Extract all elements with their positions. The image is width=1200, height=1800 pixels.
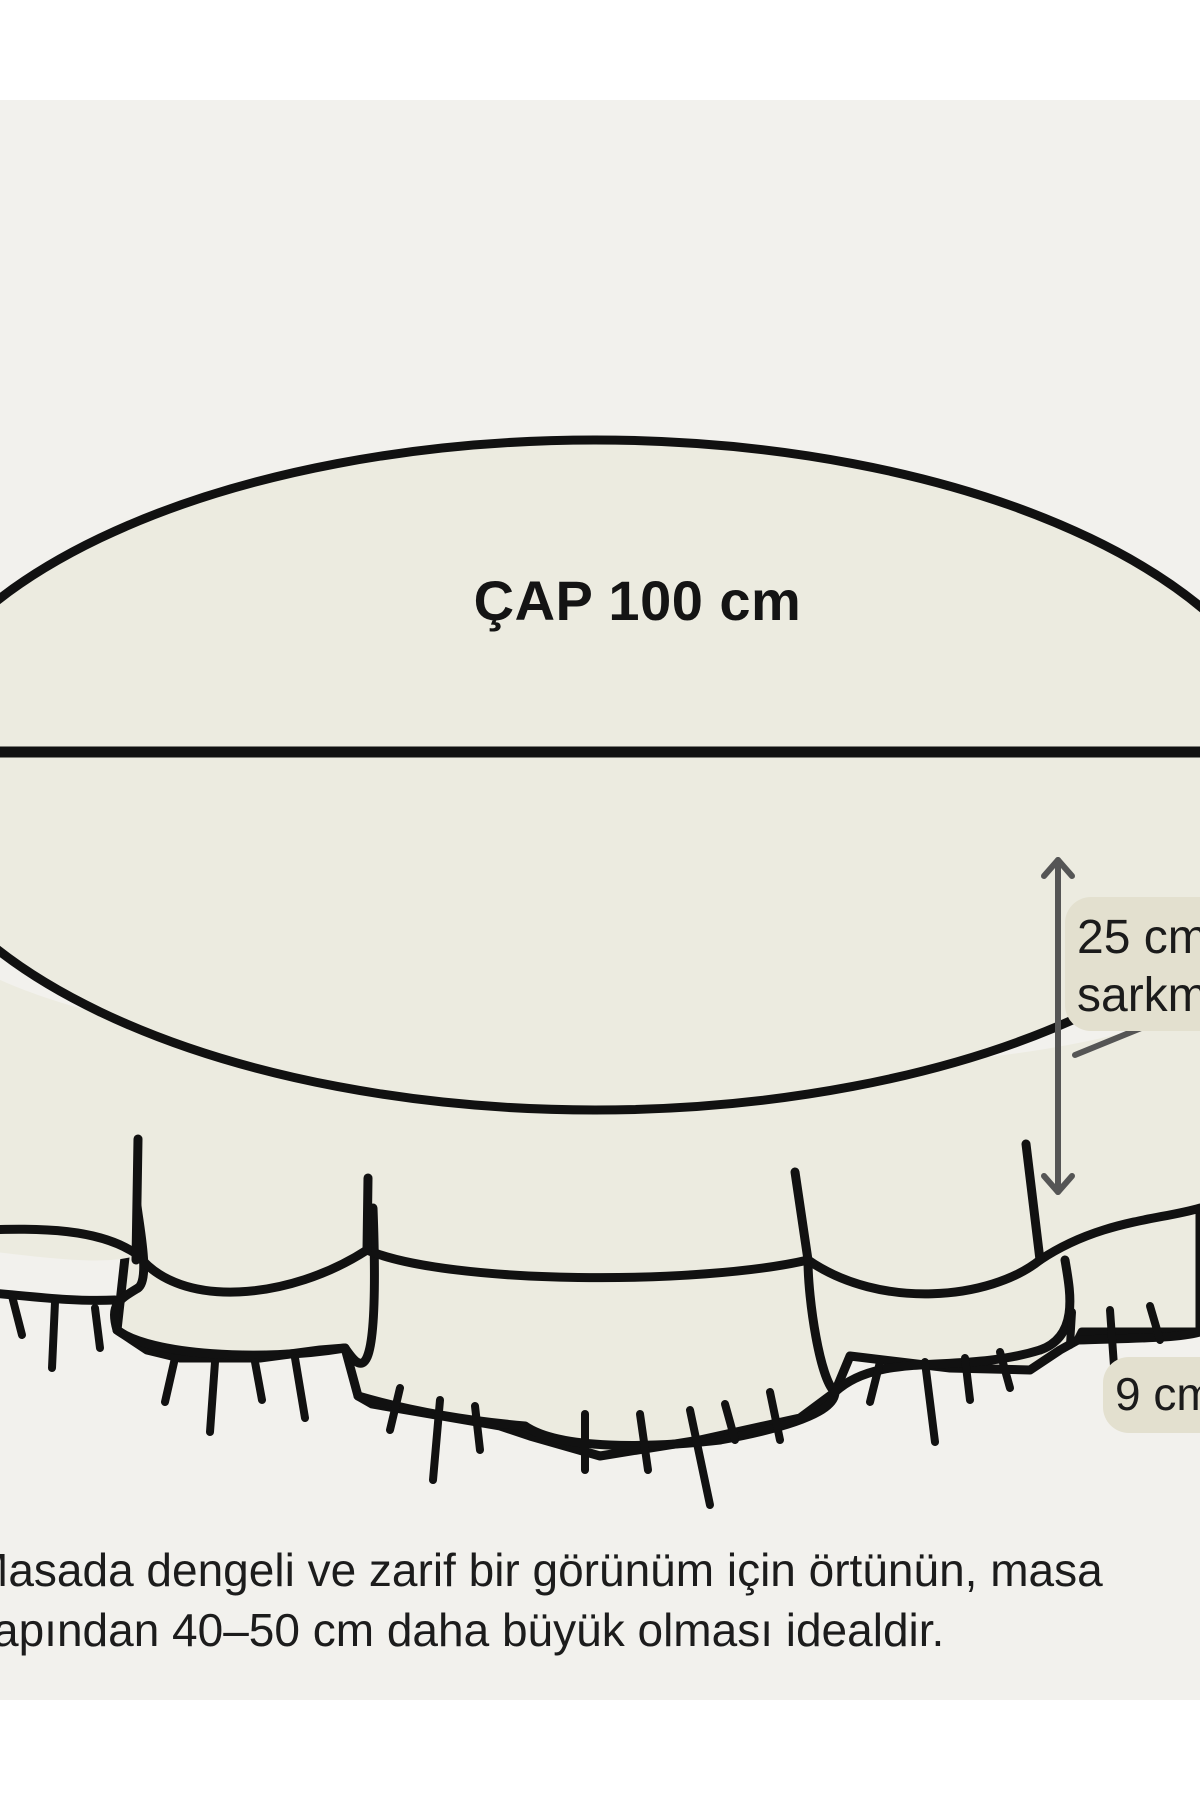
drop-length-value: 25 cm [1077, 911, 1200, 964]
ruffle-height-value: 9 cm [1115, 1368, 1200, 1420]
table-top [0, 435, 1200, 1115]
caption-line-1: Masada dengeli ve zarif bir görünüm için… [0, 1544, 1103, 1596]
caption: Masada dengeli ve zarif bir görünüm için… [0, 1540, 1200, 1660]
ruffle-height-tag: 9 cm [1103, 1357, 1200, 1433]
skirt-fold-lines [131, 1134, 1045, 1265]
diameter-label: ÇAP 100 cm [473, 569, 802, 632]
diagram-panel: ÇAP 100 cm 25 cm sarkma 9 cm Masada deng… [0, 100, 1200, 1700]
drop-length-caption: sarkma [1077, 969, 1200, 1022]
drop-length-tag: 25 cm sarkma [1065, 897, 1200, 1031]
tablecloth-diagram [0, 435, 1200, 1509]
caption-line-2: çapından 40–50 cm daha büyük olması idea… [0, 1604, 945, 1656]
